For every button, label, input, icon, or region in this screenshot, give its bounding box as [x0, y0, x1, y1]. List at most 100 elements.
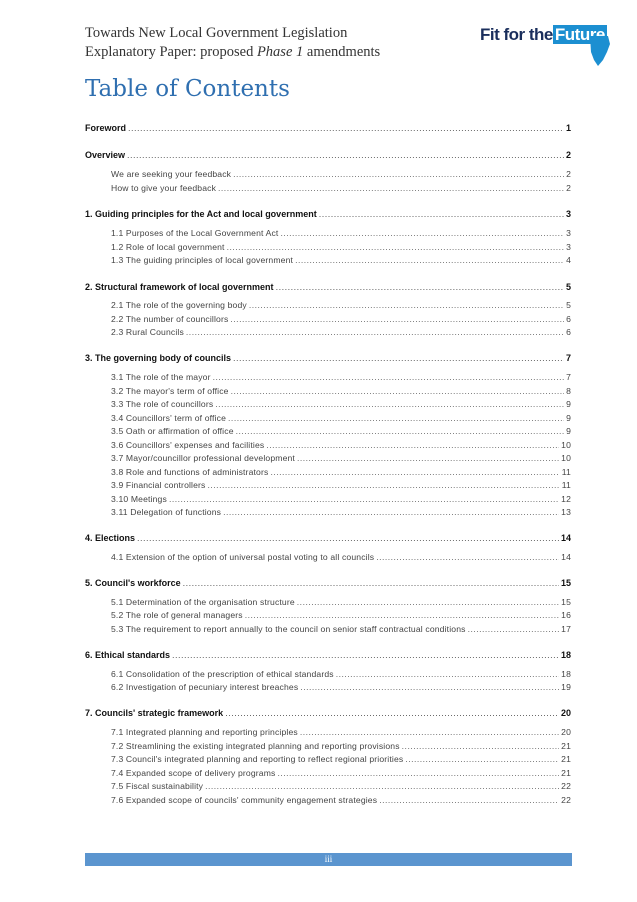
- toc-entry-page: 8: [566, 386, 571, 396]
- toc-entry[interactable]: Foreword1: [85, 121, 571, 134]
- toc-dot-leader: [233, 353, 564, 364]
- toc-entry[interactable]: 3.6 Councillors' expenses and facilities…: [111, 438, 571, 451]
- header-line-1: Towards New Local Government Legislation: [85, 25, 348, 41]
- toc-heading: Table of Contents: [85, 76, 290, 102]
- toc-entry[interactable]: 3.9 Financial controllers 11: [111, 478, 571, 491]
- toc-entry[interactable]: 3.11 Delegation of functions13: [111, 505, 571, 518]
- toc-entry[interactable]: 6. Ethical standards18: [85, 648, 571, 661]
- toc-entry[interactable]: 2. Structural framework of local governm…: [85, 280, 571, 293]
- toc-dot-leader: [277, 768, 559, 779]
- header-line-2-suffix: amendments: [303, 44, 381, 60]
- toc-entry-page: 5: [565, 282, 571, 292]
- toc-entry[interactable]: 3.7 Mayor/councillor professional develo…: [111, 451, 571, 464]
- toc-entry[interactable]: 3.1 The role of the mayor7: [111, 370, 571, 383]
- toc-entry[interactable]: Overview2: [85, 148, 571, 161]
- toc-entry[interactable]: 1.3 The guiding principles of local gove…: [111, 253, 571, 266]
- toc-entry-label: 3.2 The mayor's term of office: [111, 386, 229, 396]
- toc-entry[interactable]: 5.3 The requirement to report annually t…: [111, 622, 571, 635]
- toc-entry[interactable]: We are seeking your feedback 2: [111, 167, 571, 180]
- toc-dot-leader: [228, 413, 564, 424]
- toc-entry[interactable]: 5. Council's workforce15: [85, 576, 571, 589]
- logo-text-main: Fit for the: [480, 25, 553, 44]
- toc-entry[interactable]: 3. The governing body of councils 7: [85, 351, 571, 364]
- toc-entry[interactable]: 6.2 Investigation of pecuniary interest …: [111, 680, 571, 693]
- toc-entry-page: 22: [561, 781, 571, 791]
- toc-entry[interactable]: 7.4 Expanded scope of delivery programs2…: [111, 766, 571, 779]
- toc-entry-label: 3.1 The role of the mayor: [111, 372, 211, 382]
- toc-entry[interactable]: 4.1 Extension of the option of universal…: [111, 550, 571, 563]
- toc-entry-page: 20: [560, 708, 571, 718]
- toc-dot-leader: [300, 682, 559, 693]
- footer-bar: iii: [85, 853, 572, 866]
- toc-dot-leader: [186, 327, 564, 338]
- toc-entry-page: 5: [566, 300, 571, 310]
- toc-dot-leader: [336, 669, 559, 680]
- toc-entry[interactable]: 3.10 Meetings12: [111, 492, 571, 505]
- toc-entry-page: 10: [561, 440, 571, 450]
- toc-entry[interactable]: 7.3 Council's integrated planning and re…: [111, 752, 571, 765]
- toc-entry[interactable]: 3.8 Role and functions of administrators…: [111, 465, 571, 478]
- toc-entry-label: 7.3 Council's integrated planning and re…: [111, 754, 404, 764]
- toc-dot-leader: [231, 386, 564, 397]
- toc-dot-leader: [227, 242, 564, 253]
- toc-entry-page: 2: [566, 169, 571, 179]
- toc-dot-leader: [468, 624, 560, 635]
- toc-entry-label: 7.6 Expanded scope of councils' communit…: [111, 795, 378, 805]
- toc-dot-leader: [319, 209, 564, 220]
- toc-entry-label: 4. Elections: [85, 533, 136, 543]
- toc-entry[interactable]: 3.5 Oath or affirmation of office9: [111, 424, 571, 437]
- toc-entry[interactable]: 2.1 The role of the governing body5: [111, 298, 571, 311]
- header-line-2-prefix: Explanatory Paper: proposed: [85, 44, 257, 60]
- toc-entry-page: 11: [561, 480, 571, 490]
- toc-entry-label: How to give your feedback: [111, 183, 217, 193]
- toc-entry-label: 5.3 The requirement to report annually t…: [111, 624, 466, 634]
- toc-entry-label: 3.10 Meetings: [111, 494, 167, 504]
- toc-entry-page: 11: [561, 467, 571, 477]
- toc-entry[interactable]: 2.2 The number of councillors6: [111, 312, 571, 325]
- toc-entry-label: 7.1 Integrated planning and reporting pr…: [111, 727, 298, 737]
- toc-entry-page: 6: [566, 327, 571, 337]
- toc-entry[interactable]: 3.4 Councillors' term of office9: [111, 411, 571, 424]
- toc-entry[interactable]: 3.2 The mayor's term of office 8: [111, 384, 571, 397]
- toc-dot-leader: [276, 282, 564, 293]
- toc-entry-page: 2: [566, 183, 571, 193]
- toc-entry-page: 7: [565, 353, 571, 363]
- toc-entry[interactable]: 5.1 Determination of the organisation st…: [111, 595, 571, 608]
- toc-entry[interactable]: How to give your feedback 2: [111, 181, 571, 194]
- toc-entry[interactable]: 4. Elections14: [85, 531, 571, 544]
- toc-entry[interactable]: 1.2 Role of local government3: [111, 240, 571, 253]
- toc-entry-page: 9: [566, 413, 571, 423]
- toc-entry-page: 17: [561, 624, 571, 634]
- toc-entry-label: 2.3 Rural Councils: [111, 327, 184, 337]
- toc-entry[interactable]: 6.1 Consolidation of the prescription of…: [111, 667, 571, 680]
- toc-entry-label: 3. The governing body of councils: [85, 353, 232, 363]
- toc-entry-label: 2. Structural framework of local governm…: [85, 282, 274, 292]
- toc-dot-leader: [249, 300, 564, 311]
- toc-dot-leader: [280, 228, 564, 239]
- toc-entry[interactable]: 7.6 Expanded scope of councils' communit…: [111, 793, 571, 806]
- toc-dot-leader: [223, 507, 559, 518]
- toc-entry-label: We are seeking your feedback: [111, 169, 232, 179]
- toc-entry-page: 3: [566, 228, 571, 238]
- toc-entry[interactable]: 5.2 The role of general managers16: [111, 608, 571, 621]
- toc-entry-page: 21: [561, 754, 571, 764]
- toc-entry[interactable]: 7.1 Integrated planning and reporting pr…: [111, 725, 571, 738]
- toc-entry-label: 5. Council's workforce: [85, 578, 181, 588]
- toc-entry[interactable]: 7.2 Streamlining the existing integrated…: [111, 739, 571, 752]
- toc-dot-leader: [297, 453, 559, 464]
- toc-dot-leader: [295, 255, 564, 266]
- toc-entry-page: 21: [561, 741, 571, 751]
- toc-entry[interactable]: 1. Guiding principles for the Act and lo…: [85, 207, 571, 220]
- toc-entry-label: 3.9 Financial controllers: [111, 480, 206, 490]
- toc-entry[interactable]: 3.3 The role of councillors9: [111, 397, 571, 410]
- toc-dot-leader: [225, 708, 559, 719]
- toc-entry-label: 5.2 The role of general managers: [111, 610, 243, 620]
- toc-entry[interactable]: 1.1 Purposes of the Local Government Act…: [111, 226, 571, 239]
- toc-entry[interactable]: 2.3 Rural Councils 6: [111, 325, 571, 338]
- toc-entry-label: 1.1 Purposes of the Local Government Act: [111, 228, 279, 238]
- toc-entry[interactable]: 7.5 Fiscal sustainability22: [111, 779, 571, 792]
- toc-entry-label: Overview: [85, 150, 126, 160]
- toc-entry[interactable]: 7. Councils' strategic framework20: [85, 706, 571, 719]
- toc-dot-leader: [169, 494, 559, 505]
